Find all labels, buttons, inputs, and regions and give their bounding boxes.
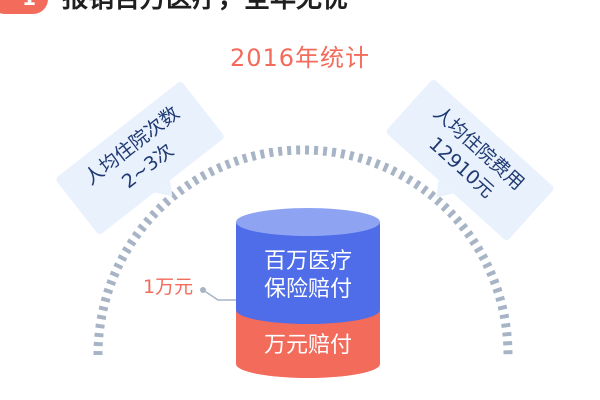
- section-number-badge: 1: [0, 0, 48, 14]
- ten-thousand-payout-label: 万元赔付: [263, 333, 352, 358]
- cylinder-red-text: 万元赔付: [236, 332, 380, 360]
- million-medical-label: 百万医疗: [263, 249, 352, 274]
- ten-thousand-yuan-label: 1万元: [143, 276, 194, 298]
- section-number: 1: [22, 0, 36, 10]
- right-speech-bubble: [386, 80, 554, 240]
- cylinder-blue-section: [236, 222, 380, 324]
- side-label-pointer: [200, 287, 236, 301]
- left-speech-bubble: [56, 81, 224, 235]
- section-title: 报销百万医疗，全年无忧: [62, 0, 348, 15]
- insurance-payout-label: 保险赔付: [263, 277, 352, 302]
- payout-cylinder: [236, 208, 380, 378]
- cylinder-blue-text: 百万医疗 保险赔付: [236, 248, 380, 304]
- section-header: 1 报销百万医疗，全年无忧: [0, 0, 600, 18]
- statistics-year-title: 2016年统计: [229, 44, 371, 72]
- cylinder-top: [236, 208, 380, 236]
- dashed-arc: [93, 145, 513, 356]
- cylinder-red-section: [236, 310, 380, 378]
